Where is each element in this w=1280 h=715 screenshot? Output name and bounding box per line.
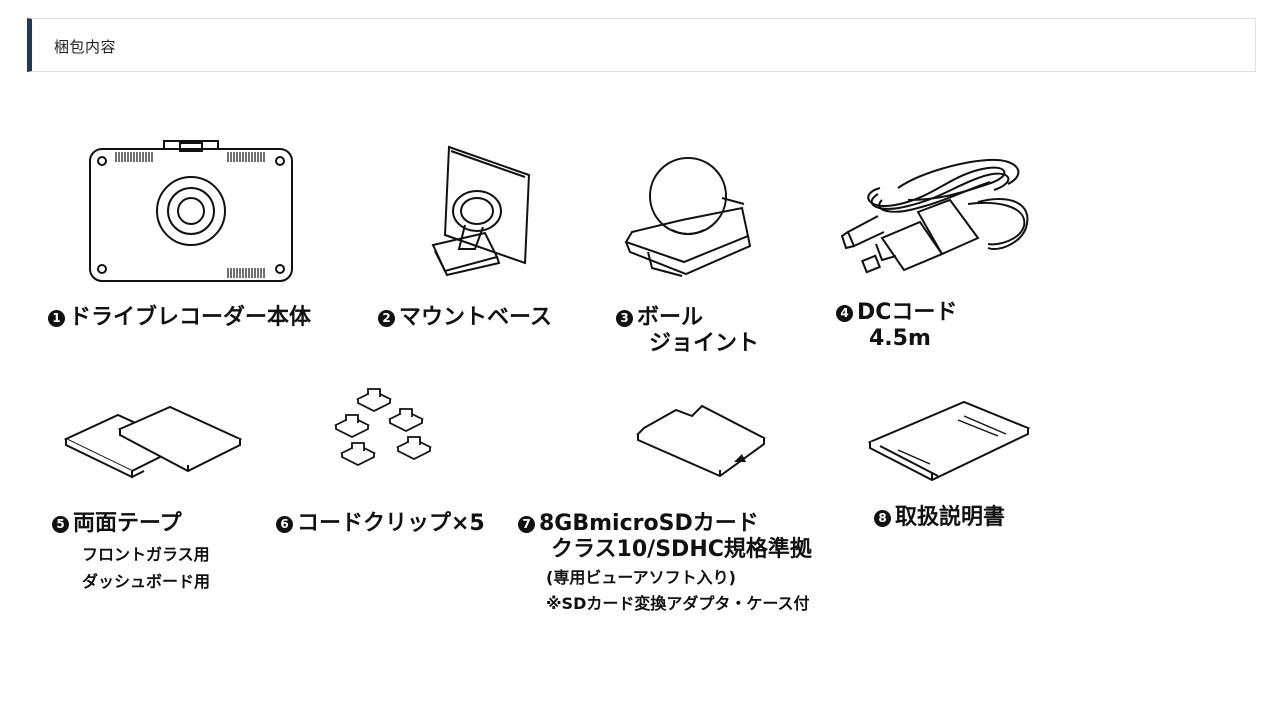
- item-name-5: 両面テープ: [73, 511, 182, 536]
- item-number-2: 2: [378, 310, 395, 327]
- item-number-7: 7: [518, 516, 535, 533]
- item-number-6: 6: [276, 516, 293, 533]
- item-sub-7a: (専用ビューアソフト入り): [546, 568, 736, 587]
- item-name-3b: ジョイント: [649, 331, 760, 357]
- section-header: 梱包内容: [27, 18, 1256, 72]
- dc-cord-icon: [838, 148, 1042, 280]
- item-name-4b: 4.5m: [869, 326, 931, 352]
- item-number-3: 3: [616, 310, 633, 327]
- item-name-4a: DCコード: [857, 300, 958, 325]
- item-name-2: マウントベース: [399, 305, 552, 330]
- item-number-8: 8: [874, 510, 891, 527]
- item-sub-7b: ※SDカード変換アダプタ・ケース付: [546, 594, 810, 613]
- manual-icon: [868, 400, 1032, 484]
- section-title: 梱包内容: [54, 38, 117, 56]
- item-number-4: 4: [836, 305, 853, 322]
- mount-base-icon: [425, 145, 535, 277]
- item-name-8: 取扱説明書: [895, 505, 1006, 530]
- double-sided-tape-icon: [64, 405, 244, 491]
- cord-clip-icon: [330, 385, 440, 471]
- microsd-card-icon: [636, 404, 770, 484]
- item-sub-5b: ダッシュボード用: [82, 572, 211, 591]
- item-number-1: 1: [48, 310, 65, 327]
- item-sub-5a: フロントガラス用: [82, 545, 210, 564]
- item-name-7a: 8GBmicroSDカード: [539, 511, 759, 536]
- item-name-6: コードクリップ×5: [297, 511, 485, 536]
- ball-joint-icon: [622, 152, 752, 278]
- item-name-3a: ボール: [637, 305, 704, 330]
- item-name-7b: クラス10/SDHC規格準拠: [551, 537, 812, 563]
- item-number-5: 5: [52, 516, 69, 533]
- item-name-1: ドライブレコーダー本体: [69, 305, 312, 330]
- dashcam-body-icon: [88, 135, 294, 283]
